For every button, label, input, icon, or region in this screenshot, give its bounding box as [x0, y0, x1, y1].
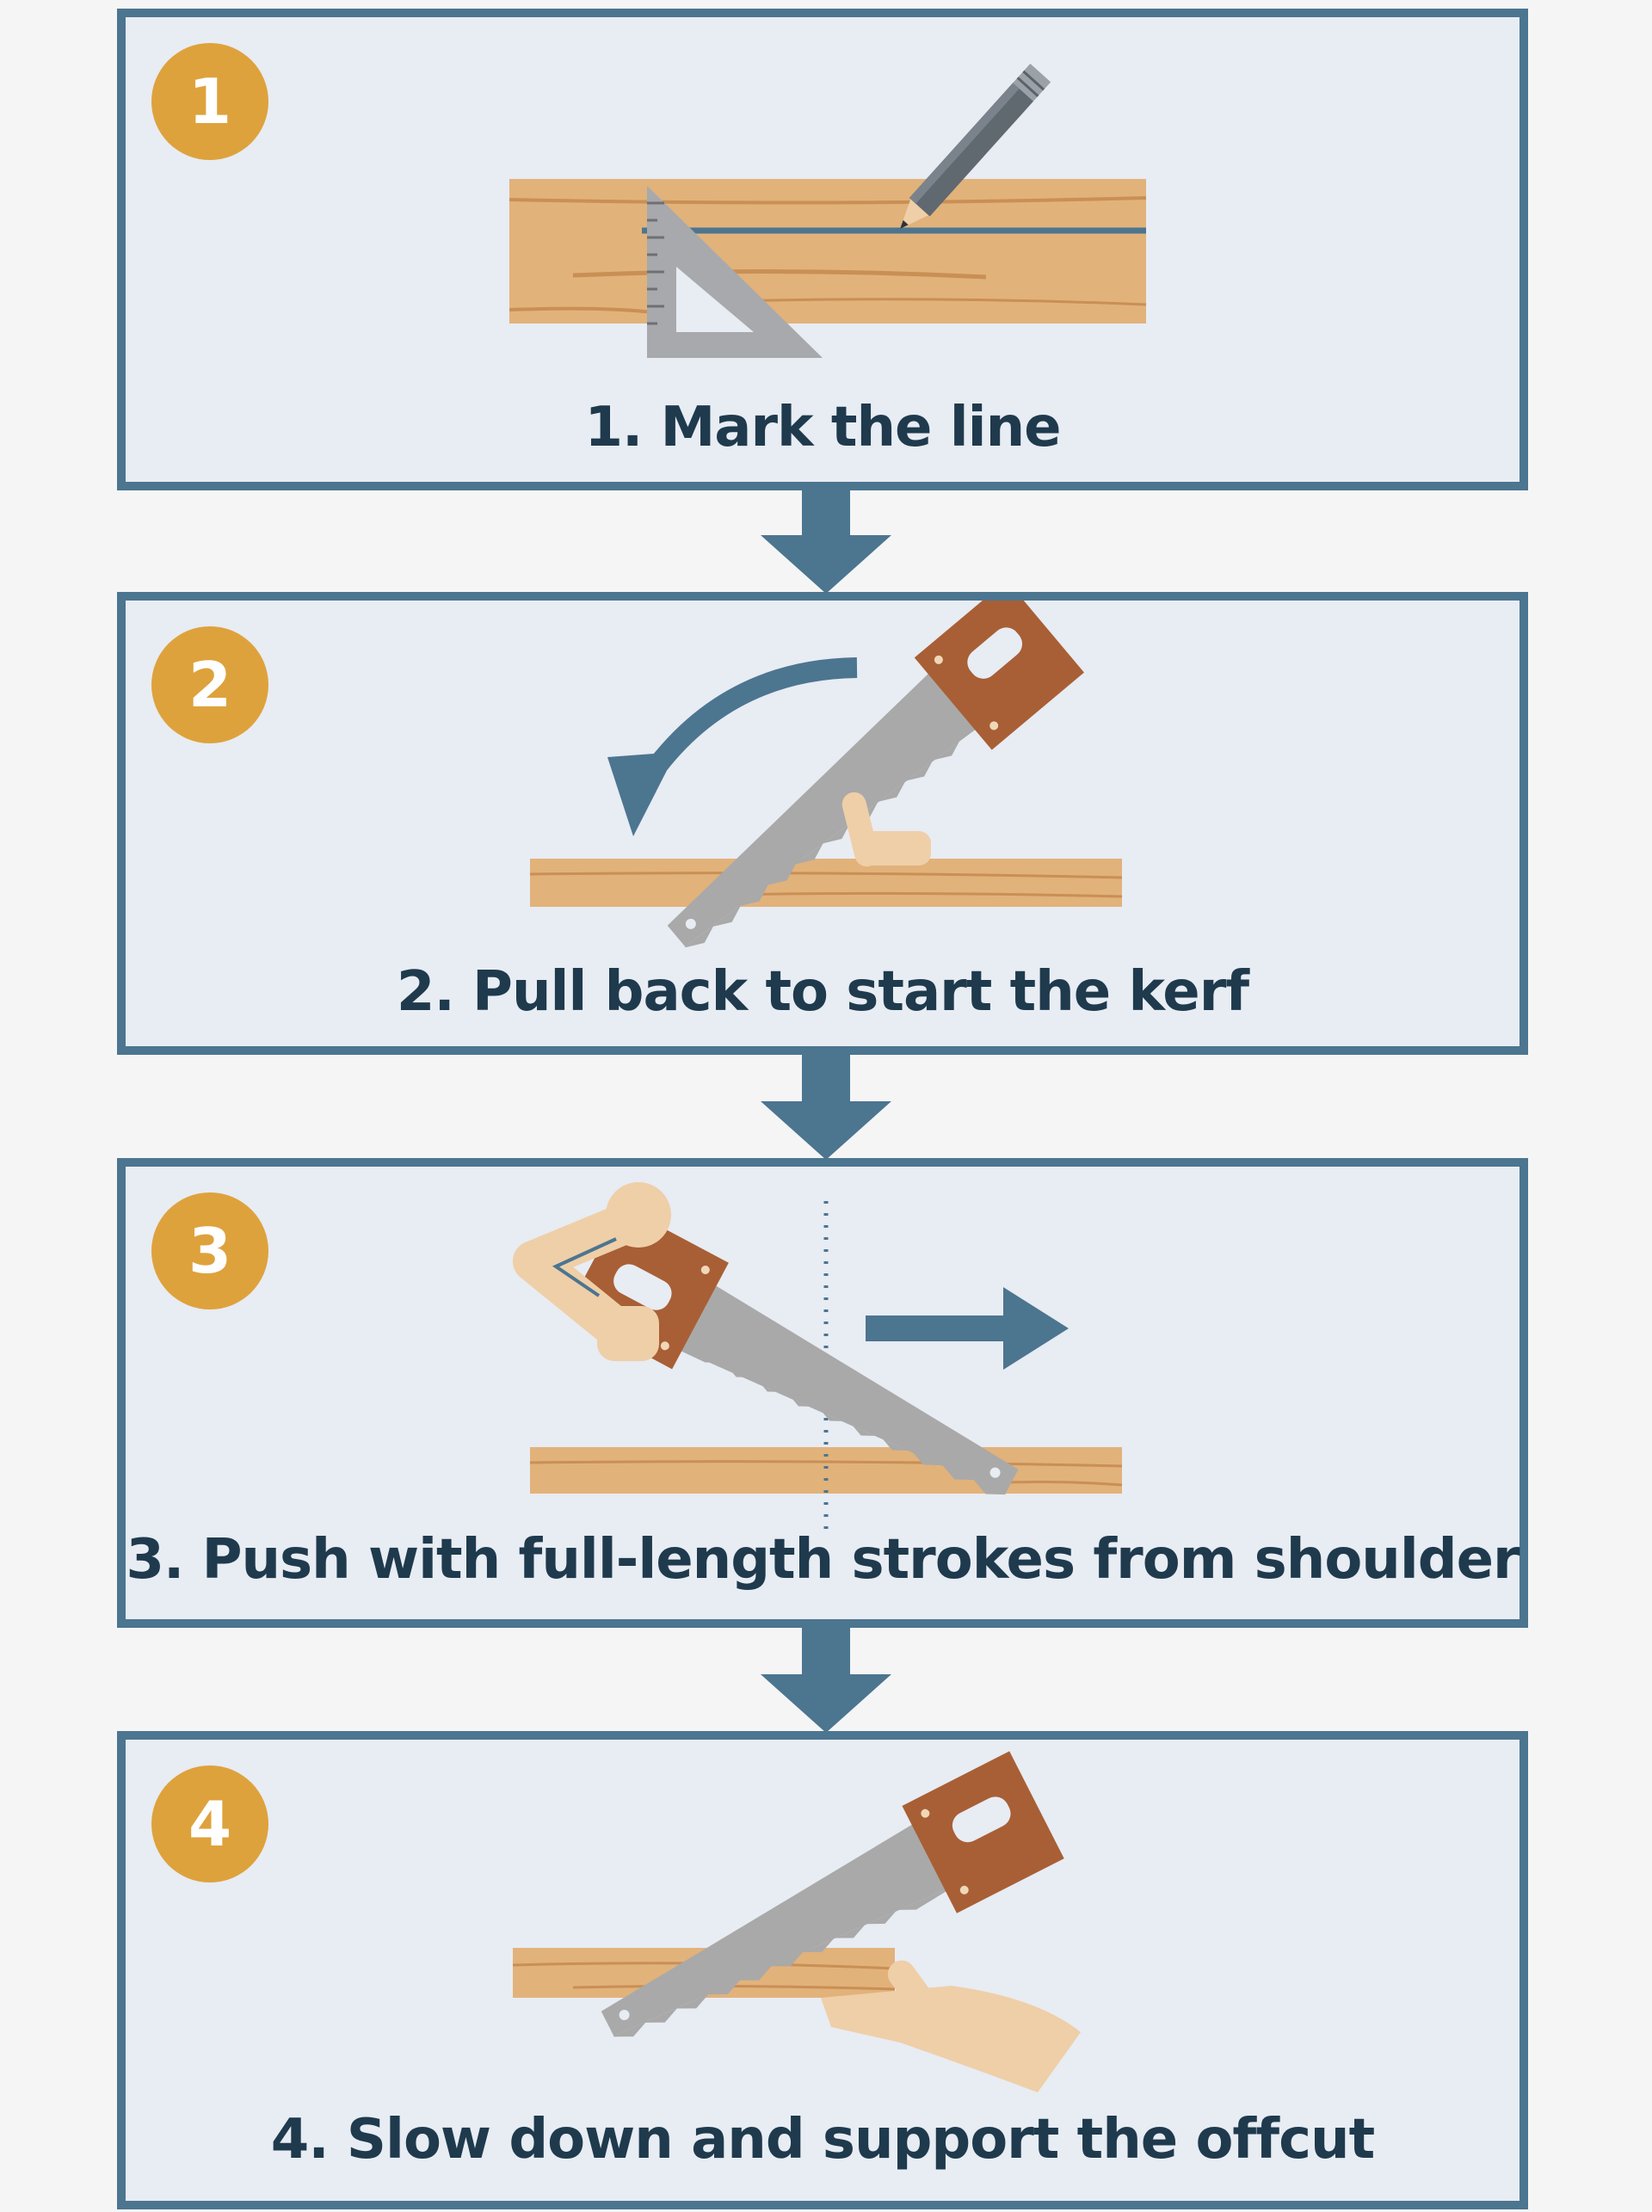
step-2-caption: 2. Pull back to start the kerf: [396, 960, 1249, 1024]
curved-arrow-icon: [607, 657, 858, 836]
step-2-badge: 2: [151, 626, 268, 743]
step-3-badge: 3: [151, 1192, 268, 1309]
step-4-panel: 4 4. Slow down and support the offcut: [117, 1731, 1528, 2209]
hand-icon: [841, 792, 931, 867]
down-arrow-icon: [761, 1628, 891, 1733]
step-1-badge: 1: [151, 43, 268, 160]
wood-plank: [529, 859, 1123, 907]
right-arrow-icon: [866, 1287, 1069, 1370]
step-1-caption: 1. Mark the line: [584, 396, 1061, 459]
handsaw-icon: [667, 601, 1084, 948]
step-4-caption: 4. Slow down and support the offcut: [270, 2108, 1375, 2172]
down-arrow-icon: [761, 1055, 891, 1160]
step-3-caption: 3. Push with full-length strokes from sh…: [126, 1528, 1519, 1592]
handsaw-icon: [601, 1751, 1064, 2037]
hand-icon: [821, 1960, 1081, 2092]
step-3-illustration: [513, 1182, 1123, 1537]
pencil-icon: [900, 63, 1051, 229]
step-3-panel: 3 3. Push with full-length strokes from …: [117, 1158, 1528, 1628]
arm-icon: [513, 1182, 671, 1361]
step-1-panel: 1 1. Mark the line: [117, 9, 1528, 490]
wood-plank: [509, 179, 1147, 323]
step-2-illustration: [529, 601, 1123, 948]
step-4-illustration: [512, 1751, 1081, 2092]
step-4-badge: 4: [151, 1765, 268, 1882]
step-2-panel: 2 2. Pull back to start the kerf: [117, 592, 1528, 1055]
step-1-illustration: [509, 63, 1147, 358]
speed-square-icon: [647, 186, 823, 358]
down-arrow-icon: [761, 490, 891, 594]
